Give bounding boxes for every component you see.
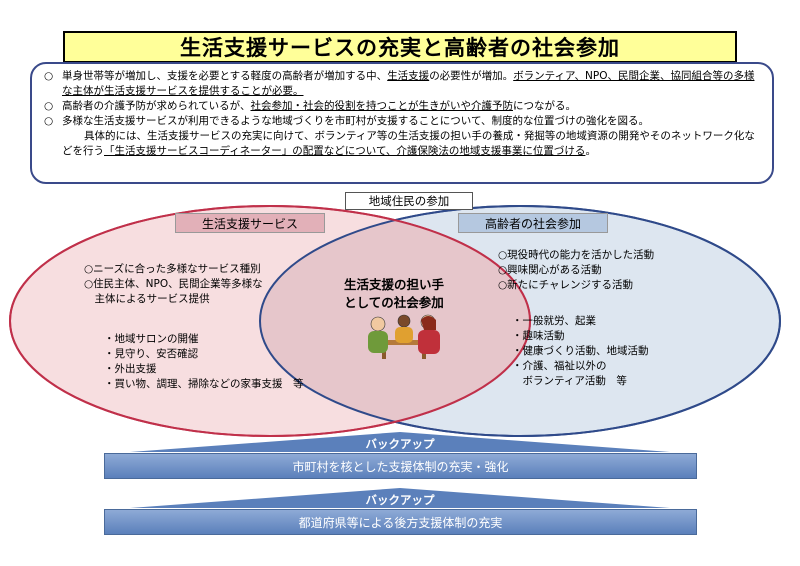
bullet-mark: ○ [44,100,54,112]
bullet-mark: ○ [44,70,54,82]
left-subitems: ・地域サロンの開催 ・見守り、安否確認 ・外出支援 ・買い物、調理、掃除などの家… [104,332,304,392]
backup-label-1: バックアップ [365,437,435,451]
bullet-mark: ○ [44,115,54,127]
backup-arrow-2 [130,488,670,508]
right-subitems: ・一般就労、起業 ・趣味活動 ・健康づくり活動、地域活動 ・介護、福祉以外の ボ… [512,314,649,389]
title-box: 生活支援サービスの充実と高齢者の社会参加 [63,31,737,63]
right-item: ○現役時代の能力を活かした活動 [498,249,655,261]
municipal-support-bar: 市町村を核とした支援体制の充実・強化 [104,453,697,479]
prefecture-support-bar: 都道府県等による後方支援体制の充実 [104,509,697,535]
left-subitem: ・地域サロンの開催 [104,333,199,345]
intro-bullet-2: ○ 高齢者の介護予防が求められているが、社会参加・社会的役割を持つことが生きがい… [44,100,576,112]
right-subitem: ・介護、福祉以外の [512,360,607,372]
right-subitem: ・一般就労、起業 [512,315,596,327]
people-talking-illustration [368,314,440,359]
intro-bullet-1: ○ 単身世帯等が増加し、支援を必要とする軽度の高齢者が増加する中、生活支援の必要… [44,70,755,97]
intro-bullet-3: ○ 多様な生活支援サービスが利用できるような地域づくりを市町村が支援することにつ… [44,115,649,127]
page-title: 生活支援サービスの充実と高齢者の社会参加 [180,36,620,60]
left-items: ○ニーズに合った多様なサービス種別 ○住民主体、NPO、民間企業等多様な 主体に… [84,262,263,307]
right-items: ○現役時代の能力を活かした活動 ○興味関心がある活動 ○新たにチャレンジする活動 [498,248,654,293]
left-item: ○ニーズに合った多様なサービス種別 [84,263,261,275]
elderly-social-participation-label: 高齢者の社会参加 [458,213,608,233]
right-subitem: ・趣味活動 [512,330,565,342]
right-item: ○新たにチャレンジする活動 [498,279,634,291]
right-subitem: ボランティア活動 等 [512,375,627,387]
backup-label-2: バックアップ [365,493,435,507]
left-subitem: ・見守り、安否確認 [104,348,199,360]
intro-box: ○ 単身世帯等が増加し、支援を必要とする軽度の高齢者が増加する中、生活支援の必要… [30,62,774,184]
left-subitem: ・外出支援 [104,363,157,375]
right-item: ○興味関心がある活動 [498,264,602,276]
intro-bullet-3-detail: 具体的には、生活支援サービスの充実に向けて、ボランティア等の生活支援の担い手の養… [62,130,755,157]
life-support-service-label: 生活支援サービス [175,213,325,233]
backup-arrow-1 [130,432,670,452]
left-subitem: ・買い物、調理、掃除などの家事支援 等 [104,378,304,390]
left-item: ○住民主体、NPO、民間企業等多様な [84,278,263,290]
right-subitem: ・健康づくり活動、地域活動 [512,345,649,357]
left-item: 主体によるサービス提供 [84,293,210,305]
overlap-region [260,206,530,436]
local-residents-label: 地域住民の参加 [345,192,473,210]
center-label: 生活支援の担い手 としての社会参加 [343,277,444,310]
